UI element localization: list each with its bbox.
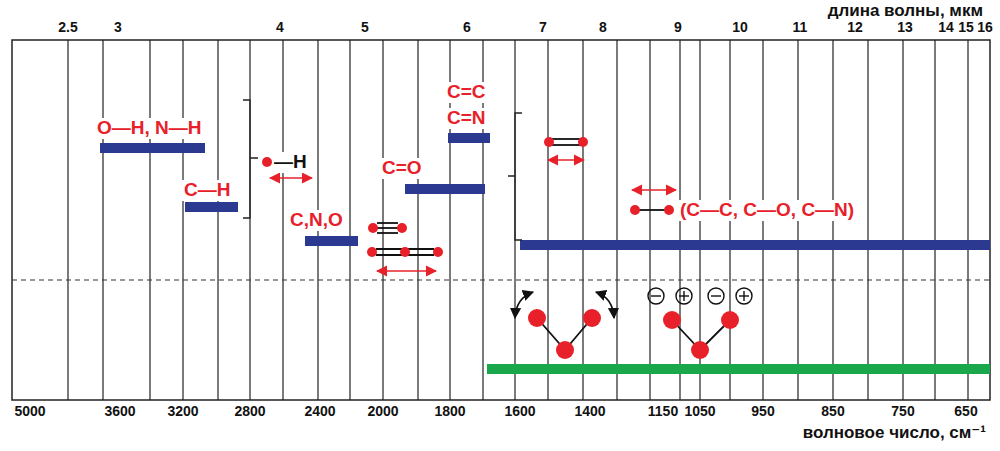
grid-line (649, 40, 650, 400)
stretch-arrow (270, 177, 312, 179)
grid-line (349, 40, 350, 400)
grid-line (934, 40, 935, 400)
tick-label: 750 (889, 404, 916, 419)
tick-label: 2800 (232, 404, 267, 419)
bending-molecule (515, 292, 614, 359)
group-label: C=O (380, 158, 424, 179)
tick-label: 1800 (432, 404, 467, 419)
tick-label: 8 (597, 20, 609, 35)
grid-line (967, 40, 968, 400)
bracket (243, 100, 522, 240)
tick-label: 850 (819, 404, 846, 419)
grid-line (417, 40, 418, 400)
atom-dot (262, 157, 272, 167)
tick-label: 14 (936, 20, 956, 35)
tick-label: 12 (845, 20, 865, 35)
single-bond-symbol (630, 190, 676, 215)
tick-label: 13 (895, 20, 915, 35)
grid-line (149, 40, 150, 400)
group-label: C—H (182, 180, 232, 201)
tick-label: 5 (359, 20, 371, 35)
tick-label: 950 (749, 404, 776, 419)
tick-label: 10 (730, 20, 750, 35)
triple-bond-symbol (368, 223, 407, 233)
grid-line (867, 40, 868, 400)
polar-molecule (648, 288, 752, 359)
tick-label: 1050 (682, 404, 717, 419)
tick-label: 1150 (646, 404, 680, 419)
tick-label: 3600 (102, 404, 137, 419)
tick-label: 15 (956, 20, 976, 35)
tick-label: 6 (461, 20, 473, 35)
cumulene-symbol (367, 247, 443, 271)
tick-label: 16 (975, 20, 995, 35)
axis-title: длина волны, мкм (826, 2, 985, 21)
tick-label: 3200 (165, 404, 200, 419)
tick-label: 2400 (302, 404, 337, 419)
grid-line (282, 40, 283, 400)
grid-line (902, 40, 903, 400)
grid-line (182, 40, 183, 400)
grid-line (582, 40, 583, 400)
tick-label: 1400 (572, 404, 607, 419)
divider-line (12, 279, 990, 280)
grid-line (616, 40, 617, 400)
tick-label: 5000 (12, 404, 47, 419)
group-label: O—H, N—H (95, 118, 204, 139)
tick-label: 7 (537, 20, 549, 35)
group-label: C,N,O (288, 210, 345, 231)
double-bond-symbol (544, 137, 588, 160)
tick-label: 1600 (502, 404, 537, 419)
grid-line (217, 40, 218, 400)
tick-label: 3 (112, 20, 124, 35)
axis-title: волновое число, см⁻¹ (801, 424, 988, 443)
group-label: C=C (445, 82, 488, 103)
group-label: C=N (445, 108, 488, 129)
tick-label: 2000 (365, 404, 400, 419)
grid-line (249, 40, 250, 400)
tick-label: 650 (952, 404, 979, 419)
tick-label: 2.5 (56, 20, 79, 35)
tick-label: 4 (274, 20, 286, 35)
group-label: —H (272, 152, 309, 173)
chart-frame (12, 40, 990, 400)
grid-line (102, 40, 103, 400)
grid-line (547, 40, 548, 400)
absorption-bands (100, 133, 990, 374)
grid-line (382, 40, 383, 400)
group-label: (C—C, C—O, C—N) (678, 200, 856, 221)
tick-label: 9 (672, 20, 684, 35)
grid-line (67, 40, 68, 400)
tick-label: 11 (791, 20, 810, 35)
